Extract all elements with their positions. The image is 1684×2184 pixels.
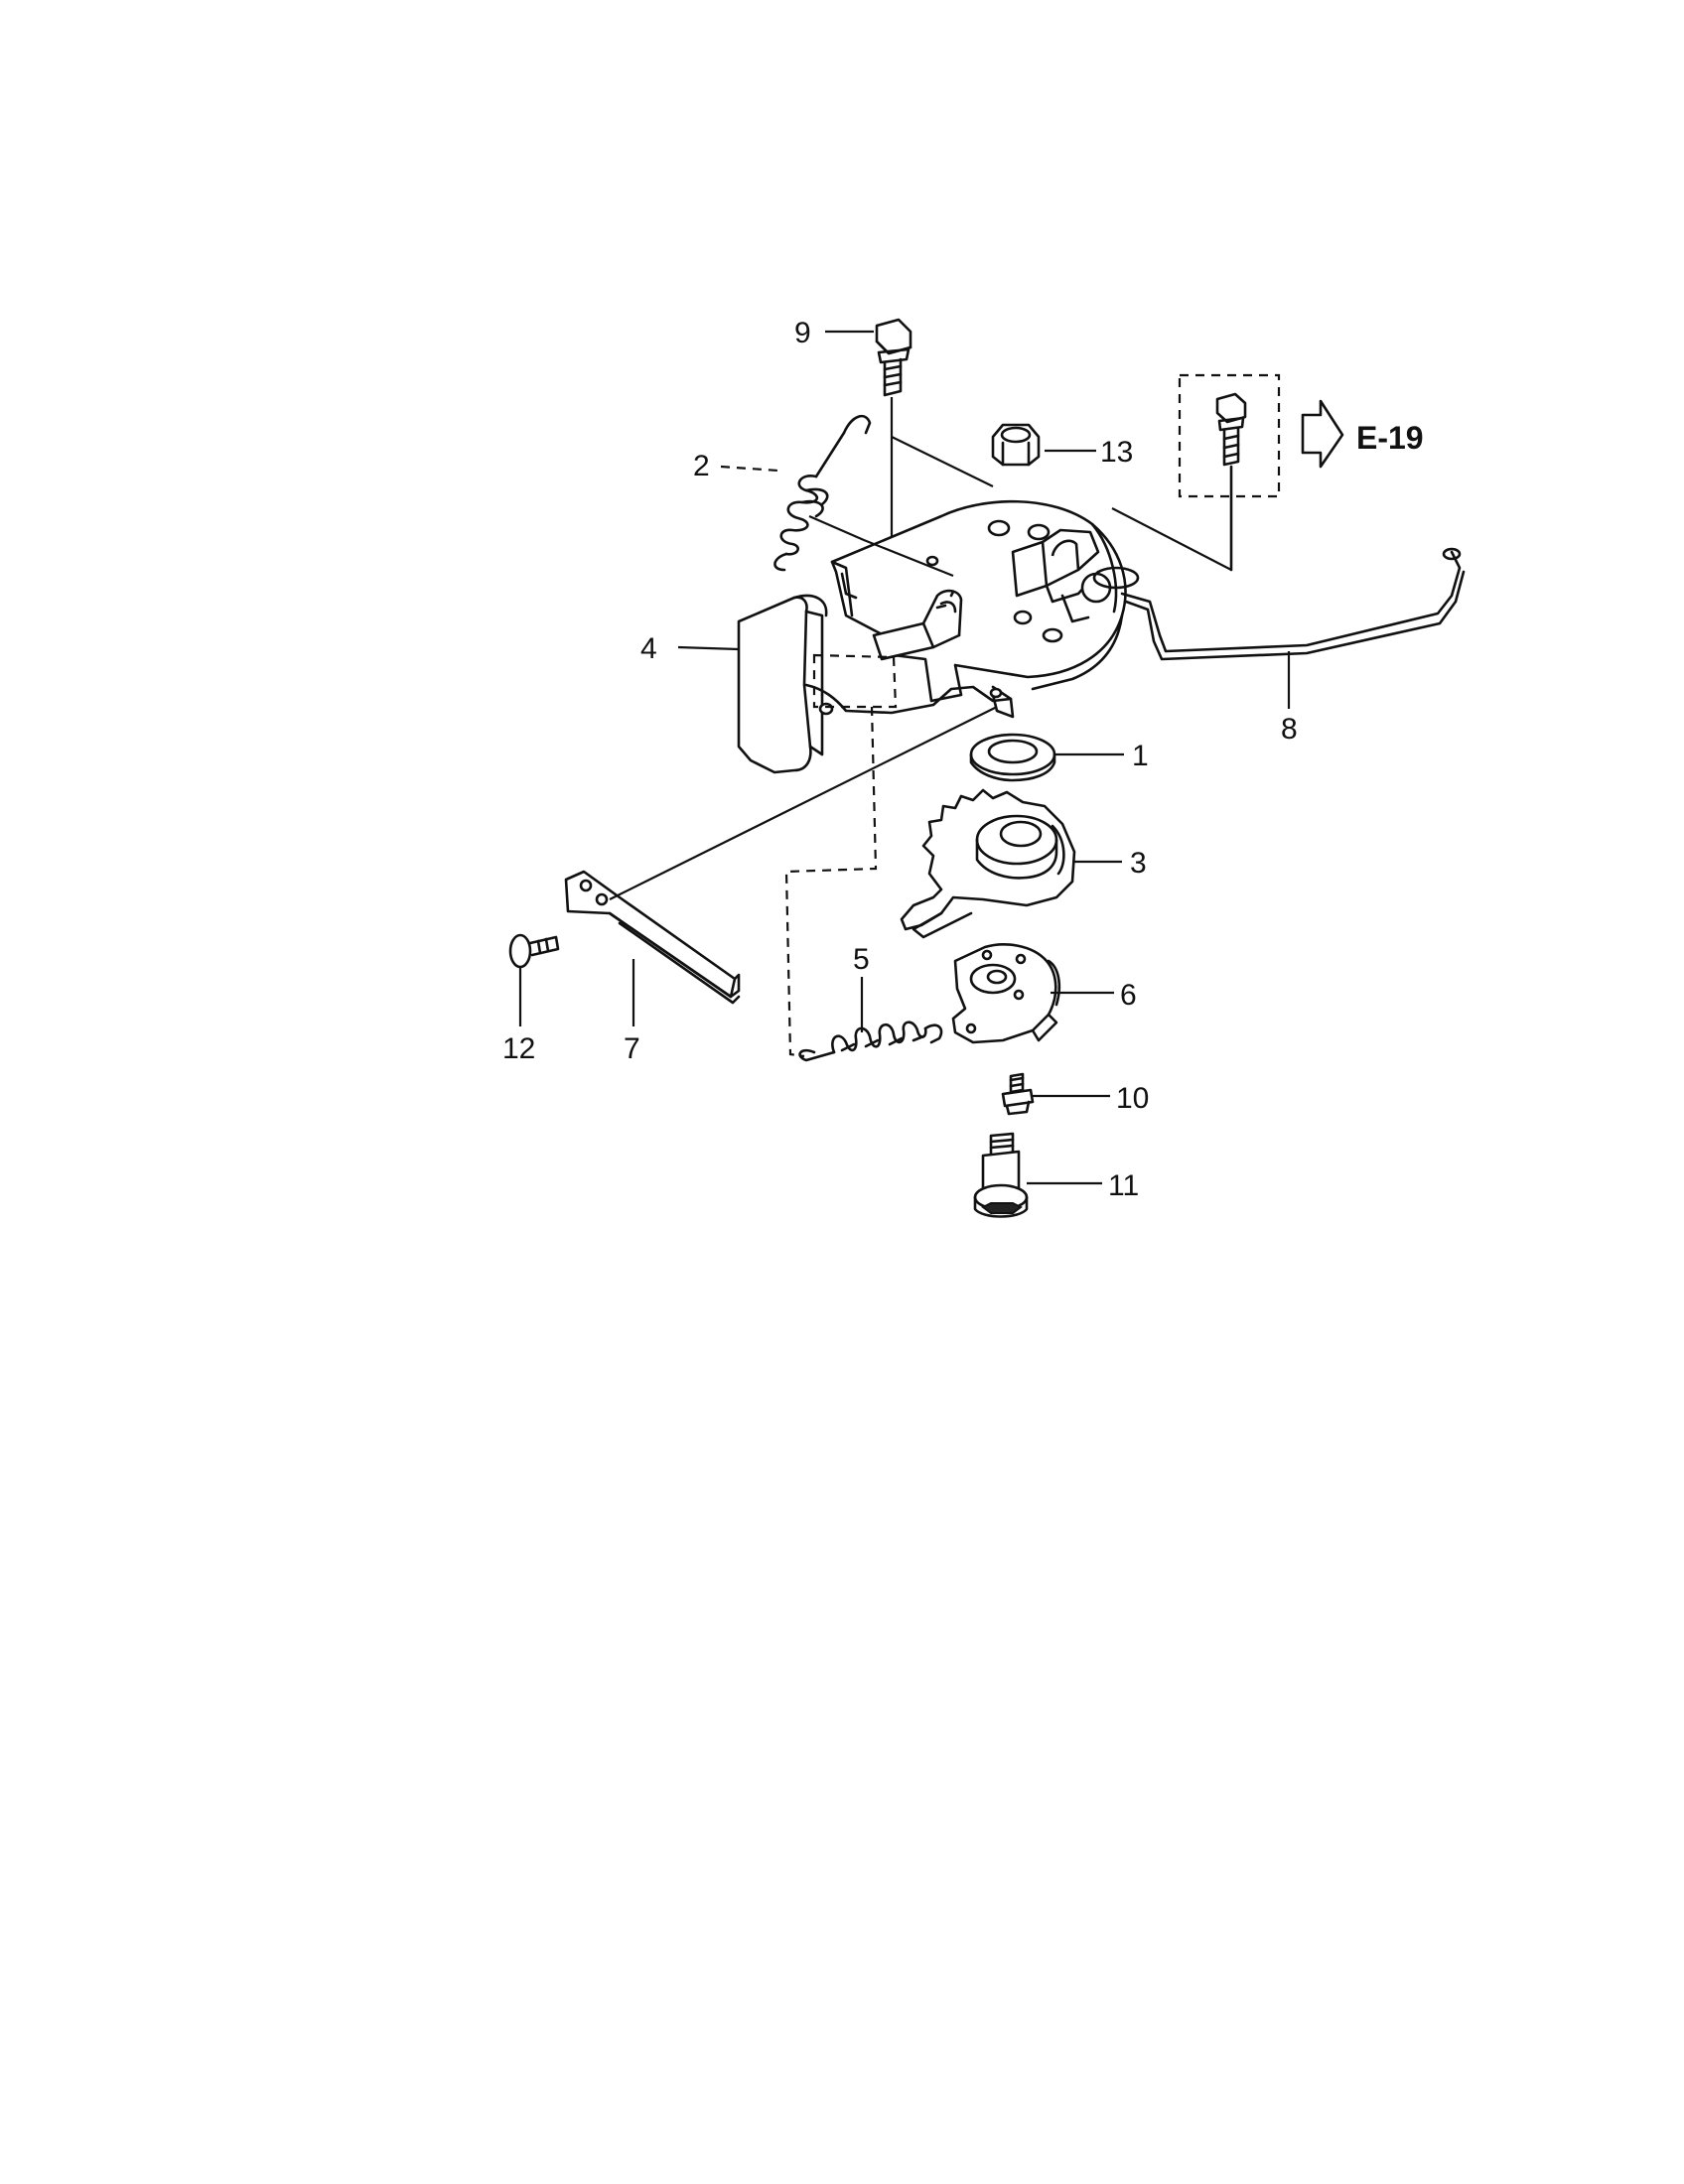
part-3-gear bbox=[900, 788, 1076, 939]
label-part-1: 1 bbox=[1132, 740, 1149, 772]
part-8-rod bbox=[1120, 547, 1466, 661]
part-5-spring bbox=[798, 1021, 943, 1062]
label-part-11: 11 bbox=[1108, 1169, 1139, 1202]
label-part-2: 2 bbox=[693, 450, 710, 482]
label-part-8: 8 bbox=[1281, 713, 1298, 746]
part-9-bolt bbox=[875, 318, 912, 576]
label-part-6: 6 bbox=[1120, 979, 1137, 1012]
part-4-cover bbox=[737, 594, 1015, 774]
part-7-strap bbox=[564, 870, 741, 1005]
label-part-4: 4 bbox=[640, 632, 657, 665]
label-part-13: 13 bbox=[1100, 436, 1133, 469]
reference-box bbox=[1178, 373, 1281, 572]
leader-lines bbox=[518, 330, 1291, 1185]
dashed-guide-5 bbox=[784, 653, 898, 1058]
part-1-washer bbox=[969, 733, 1056, 782]
label-part-3: 3 bbox=[1130, 847, 1147, 880]
label-part-7: 7 bbox=[624, 1032, 640, 1065]
label-part-12: 12 bbox=[502, 1032, 535, 1065]
part-10-screw bbox=[1001, 1072, 1035, 1116]
label-part-5: 5 bbox=[853, 943, 870, 976]
part-13-nut bbox=[991, 423, 1041, 467]
label-part-10: 10 bbox=[1116, 1082, 1149, 1115]
part-12-rivet bbox=[508, 933, 560, 969]
part-6-cam bbox=[951, 943, 1061, 1044]
governor-plate bbox=[830, 499, 1140, 703]
part-2-spring bbox=[773, 414, 872, 572]
reference-arrow-icon bbox=[1301, 399, 1344, 469]
label-part-9: 9 bbox=[794, 317, 811, 349]
part-11-pivot bbox=[973, 1132, 1029, 1218]
reference-text: E-19 bbox=[1356, 420, 1424, 456]
